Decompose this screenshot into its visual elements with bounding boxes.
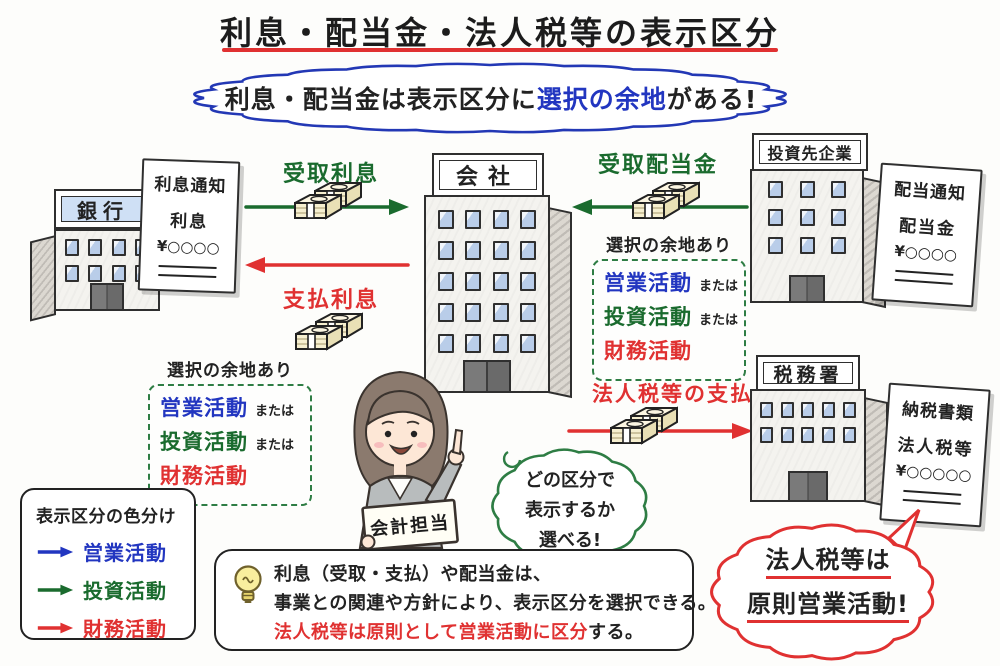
tax-office-building: 税務署: [750, 355, 892, 508]
blue-arrow-icon: [37, 546, 74, 557]
legend-item: 投資活動: [36, 575, 180, 604]
tax-office-door: [788, 471, 828, 500]
choice-box-left: 選択の余地あり 営業活動または 投資活動または 財務活動: [148, 356, 312, 506]
dividends-received-label: 受取配当金: [598, 153, 719, 178]
legend-item: 営業活動: [36, 537, 180, 566]
company-body: [424, 195, 550, 393]
choice-box-right: 選択の余地あり 営業活動または 投資活動または 財務活動: [592, 231, 746, 381]
company-side-wall: [548, 207, 572, 399]
money-stack-icon: [295, 313, 363, 350]
money-stack-icon: [294, 182, 362, 219]
tax-office-body: [750, 389, 866, 502]
choice-item: 投資活動または: [604, 305, 739, 329]
company-building: 会社: [424, 153, 574, 399]
investee-sign: 投資先企業: [752, 133, 868, 171]
company-sign: 会社: [432, 153, 544, 197]
headline-highlight: 選択の余地: [536, 85, 667, 114]
pointing-finger: [451, 428, 464, 456]
bubble-curl: [502, 450, 522, 469]
tax-office-sign: 税務署: [756, 355, 860, 391]
legend-title: 表示区分の色分け: [36, 507, 176, 527]
red-arrow-icon: [37, 622, 74, 633]
choice-item: 財務活動: [604, 339, 692, 363]
bank-side-wall: [30, 235, 56, 322]
investee-door: [789, 275, 825, 301]
lightbulb-icon: [234, 565, 262, 603]
note-box: 利息（受取・支払）や配当金は、 事業との関連や方針により、表示区分を選択できる。…: [214, 549, 716, 651]
investee-windows: [752, 171, 862, 254]
headline-text: 利息・配当金は表示区分に選択の余地がある!: [224, 85, 758, 114]
dividend-notice-document: 配当通知 配当金 ¥○○○○: [871, 162, 983, 308]
tax-payment-label: 法人税等の支払: [592, 382, 753, 406]
bank-door: [90, 283, 124, 309]
investee-building: 投資先企業: [750, 133, 890, 309]
green-arrow-icon: [37, 584, 74, 595]
choice-box-title: 選択の余地あり: [606, 236, 732, 256]
accountant-illustration: 会計担当: [353, 370, 465, 551]
interest-paid-arrow: [245, 257, 410, 273]
headline-bubble: [193, 62, 787, 134]
choice-item: 営業活動または: [604, 271, 739, 295]
choice-box-title: 選択の余地あり: [167, 361, 293, 381]
accountant-sign: 会計担当: [361, 498, 459, 551]
note-line: 利息（受取・支払）や配当金は、: [274, 564, 552, 585]
interest-paid-label: 支払利息: [283, 288, 380, 313]
interest-notice-document: 利息通知 利息 ¥○○○○: [137, 158, 241, 294]
conclusion-bubble: [710, 508, 935, 661]
legend-box: 表示区分の色分け 営業活動 投資活動 財務活動: [20, 488, 196, 642]
investee-body: [750, 169, 864, 303]
company-door: [463, 360, 511, 391]
note-line: 法人税等は原則として営業活動に区分する。: [274, 622, 644, 643]
thought-bubble-text: どの区分で 表示するか 選べる!: [525, 470, 615, 551]
legend-item: 財務活動: [36, 613, 180, 642]
page-title: 利息・配当金・法人税等の表示区分: [219, 14, 780, 52]
mouth: [388, 444, 414, 455]
bank-sign: 銀行: [54, 189, 152, 229]
title-underline: [222, 48, 778, 52]
choice-item: 財務活動: [160, 464, 248, 488]
tax-office-windows: [752, 391, 864, 443]
note-line: 事業との関連や方針により、表示区分を選択できる。: [274, 593, 717, 614]
choice-item: 営業活動または: [160, 396, 295, 420]
fringe: [366, 389, 434, 427]
money-stack-icon: [632, 182, 700, 219]
company-windows: [426, 197, 548, 353]
conclusion-text: 法人税等は 原則営業活動!: [733, 538, 923, 626]
choice-item: 投資活動または: [160, 430, 295, 454]
